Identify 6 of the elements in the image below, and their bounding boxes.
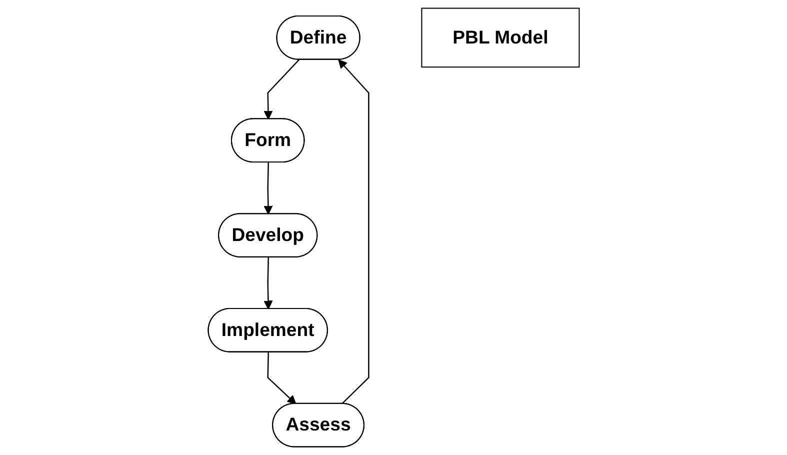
arrow bbox=[263, 162, 272, 214]
arrow bbox=[263, 257, 272, 310]
node-box: PBL Model bbox=[420, 8, 580, 68]
arrow bbox=[266, 352, 296, 404]
arrow bbox=[338, 59, 370, 404]
arrow bbox=[263, 59, 300, 120]
